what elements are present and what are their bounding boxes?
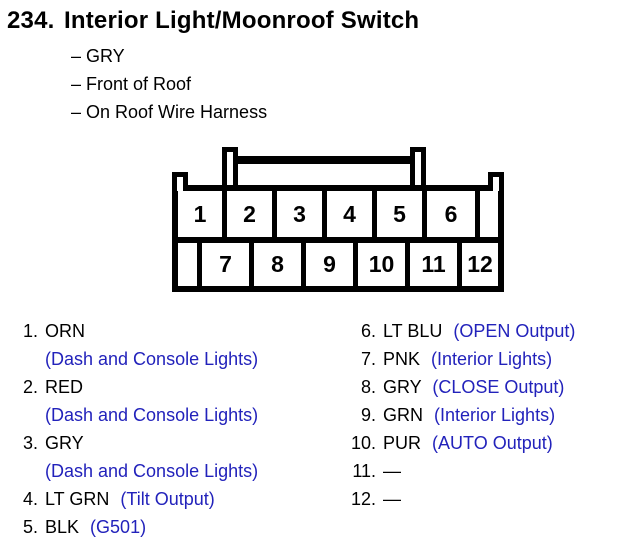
pin-note: (AUTO Output): [432, 433, 553, 453]
section-number: 234.: [7, 7, 55, 34]
pin-note: (G501): [90, 517, 147, 537]
connector-row-top: 1 2 3 4 5 6: [178, 191, 498, 243]
pin-number: 2.: [22, 377, 38, 397]
pin-cell-4: 4: [327, 191, 377, 237]
detail-line-color: – GRY: [71, 46, 125, 66]
pin-number: 10.: [350, 433, 376, 453]
pin-desc: LT GRN (Tilt Output): [45, 485, 215, 513]
pin-cell-7: 7: [202, 243, 254, 286]
connector-shell: 1 2 3 4 5 6 7 8 9 10 11 12: [172, 185, 504, 292]
pin-entry-6: 6. LT BLU (OPEN Output): [342, 317, 575, 345]
wire-color: BLK: [45, 517, 80, 537]
pin-desc: LT BLU (OPEN Output): [383, 317, 575, 345]
pin-entry-9: 9. GRN (Interior Lights): [342, 401, 575, 429]
no-connection-dash: —: [383, 461, 401, 481]
pin-number: 7.: [360, 349, 376, 369]
pin-entry-8: 8. GRY (CLOSE Output): [342, 373, 575, 401]
detail-line-location: – Front of Roof: [71, 74, 192, 94]
wire-color: GRN: [383, 405, 423, 425]
pin-desc: GRY (CLOSE Output): [383, 373, 564, 401]
pin-desc: BLK (G501): [45, 513, 146, 541]
page-title: Interior Light/Moonroof Switch: [64, 7, 420, 34]
pin-number: 6.: [360, 321, 376, 341]
detail-line-harness: – On Roof Wire Harness: [71, 102, 268, 122]
pin-entry-4: 4. LT GRN (Tilt Output): [0, 485, 258, 513]
pin-number: 8.: [360, 377, 376, 397]
pin-cell-10: 10: [358, 243, 410, 286]
pin-entry-12: 12. —: [342, 485, 575, 513]
connector-tab-right: [410, 147, 426, 185]
pin-cell-12: 12: [467, 251, 493, 277]
pin-note: (Dash and Console Lights): [45, 405, 259, 425]
pin-note: (Dash and Console Lights): [45, 349, 259, 369]
pin-cell-1: 1: [178, 191, 227, 237]
pin-desc: —: [383, 457, 401, 485]
section-header: 234. Interior Light/Moonroof Switch: [7, 7, 419, 35]
pin-note: (Tilt Output): [120, 489, 215, 509]
pin-list-right: 6. LT BLU (OPEN Output) 7. PNK (Interior…: [342, 317, 575, 513]
pin-note: (Interior Lights): [431, 349, 553, 369]
pin-note: (OPEN Output): [453, 321, 576, 341]
pin-cell-11: 11: [410, 243, 462, 286]
wire-color: PNK: [383, 349, 421, 369]
empty-cell: [178, 243, 202, 286]
connector-notch-left: [172, 172, 188, 191]
empty-cell: [480, 191, 498, 237]
pin-desc: PNK (Interior Lights): [383, 345, 552, 373]
connector-lock-bar: [228, 156, 420, 164]
pin-note: (Interior Lights): [434, 405, 556, 425]
pin-desc: GRN (Interior Lights): [383, 401, 555, 429]
pin-entry-10: 10. PUR (AUTO Output): [342, 429, 575, 457]
pin-cell-6: 6: [427, 191, 480, 237]
no-connection-dash: —: [383, 489, 401, 509]
pin-entry-7: 7. PNK (Interior Lights): [342, 345, 575, 373]
wire-color: ORN: [45, 321, 85, 341]
pin-number: 1.: [22, 321, 38, 341]
wire-color: LT GRN: [45, 489, 110, 509]
connector-tab-left: [222, 147, 238, 185]
pin-cell-8: 8: [254, 243, 306, 286]
pin-entry-2: 2. RED (Dash and Console Lights): [0, 373, 258, 429]
pin-note: (CLOSE Output): [432, 377, 565, 397]
connector-row-bottom: 7 8 9 10 11 12: [178, 243, 498, 286]
pin-list-left: 1. ORN (Dash and Console Lights) 2. RED …: [0, 317, 258, 541]
pin-desc: GRY (Dash and Console Lights): [45, 429, 258, 485]
pin-desc: PUR (AUTO Output): [383, 429, 553, 457]
pin-desc: RED (Dash and Console Lights): [45, 373, 258, 429]
wire-color: GRY: [45, 433, 84, 453]
pin-entry-11: 11. —: [342, 457, 575, 485]
pin-entry-3: 3. GRY (Dash and Console Lights): [0, 429, 258, 485]
wire-color: LT BLU: [383, 321, 443, 341]
connector-details: – GRY – Front of Roof – On Roof Wire Har…: [71, 42, 267, 126]
connector-notch-right: [488, 172, 504, 191]
pin-number: 4.: [22, 489, 38, 509]
pin-note: (Dash and Console Lights): [45, 461, 259, 481]
pin-entry-1: 1. ORN (Dash and Console Lights): [0, 317, 258, 373]
pin-desc: —: [383, 485, 401, 513]
pin-cell-2: 2: [227, 191, 277, 237]
pin-number: 3.: [22, 433, 38, 453]
pin-number: 11.: [352, 461, 376, 481]
wire-color: RED: [45, 377, 84, 397]
pin-cell-3: 3: [277, 191, 327, 237]
pin-number: 12.: [350, 489, 376, 509]
pin-desc: ORN (Dash and Console Lights): [45, 317, 258, 373]
pin-number: 5.: [22, 517, 38, 537]
pin-entry-5: 5. BLK (G501): [0, 513, 258, 541]
pin-number: 9.: [360, 405, 376, 425]
wire-color: GRY: [383, 377, 422, 397]
wire-color: PUR: [383, 433, 422, 453]
pin-cell-5: 5: [377, 191, 427, 237]
pin-cell-9: 9: [306, 243, 358, 286]
